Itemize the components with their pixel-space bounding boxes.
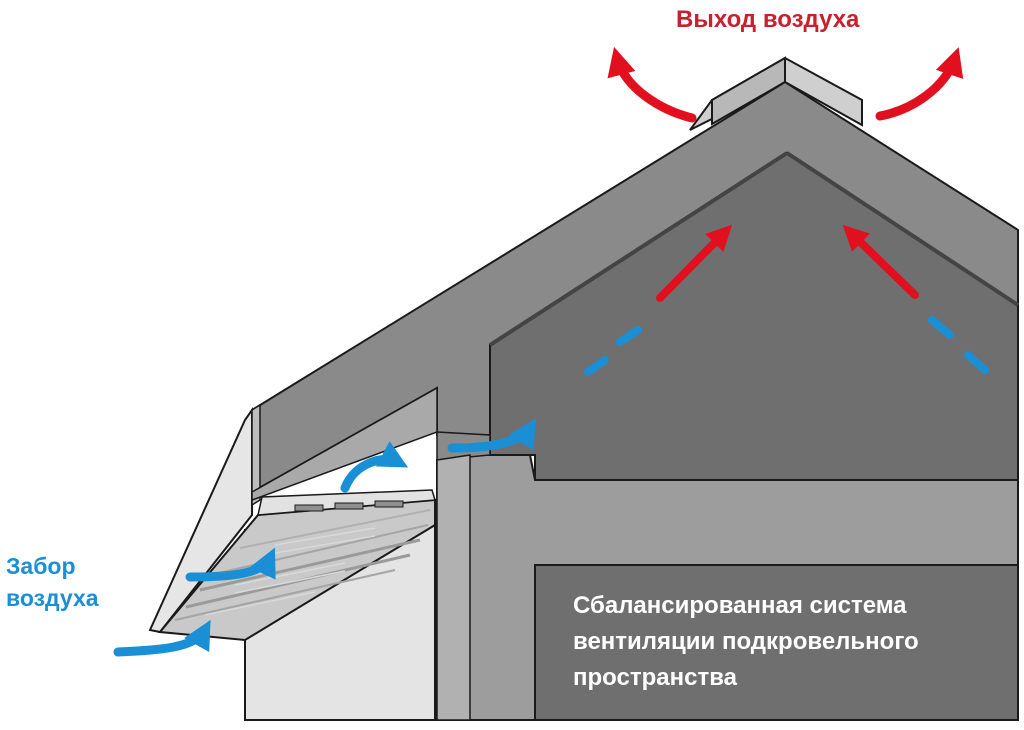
exhaust-arrows: [607, 46, 964, 123]
intake-arrow-2: [185, 547, 276, 582]
exhaust-arrow-right: [875, 47, 964, 121]
attic-airflow: [584, 224, 989, 376]
caption-line3: пространства: [573, 664, 737, 691]
intake-label: Забор воздуха: [6, 550, 99, 614]
soffit-vent: [158, 489, 436, 642]
exhaust-label: Выход воздуха: [676, 6, 860, 33]
intake-arrow-3: [340, 441, 409, 493]
caption-line2: вентиляции подкровельного: [573, 628, 919, 655]
caption-line1: Сбалансированная система: [573, 592, 907, 619]
eave-overhang: [148, 386, 438, 634]
exhaust-arrow-left: [607, 46, 697, 123]
intake-arrow-4: [447, 418, 537, 453]
intake-arrows: [113, 418, 537, 657]
room-window: [534, 564, 1019, 721]
system-caption: Сбалансированная система вентиляции подк…: [573, 588, 1003, 696]
intake-label-line2: воздуха: [6, 585, 99, 611]
intake-arrow-1: [113, 619, 211, 657]
intake-label-line1: Забор: [6, 553, 76, 579]
